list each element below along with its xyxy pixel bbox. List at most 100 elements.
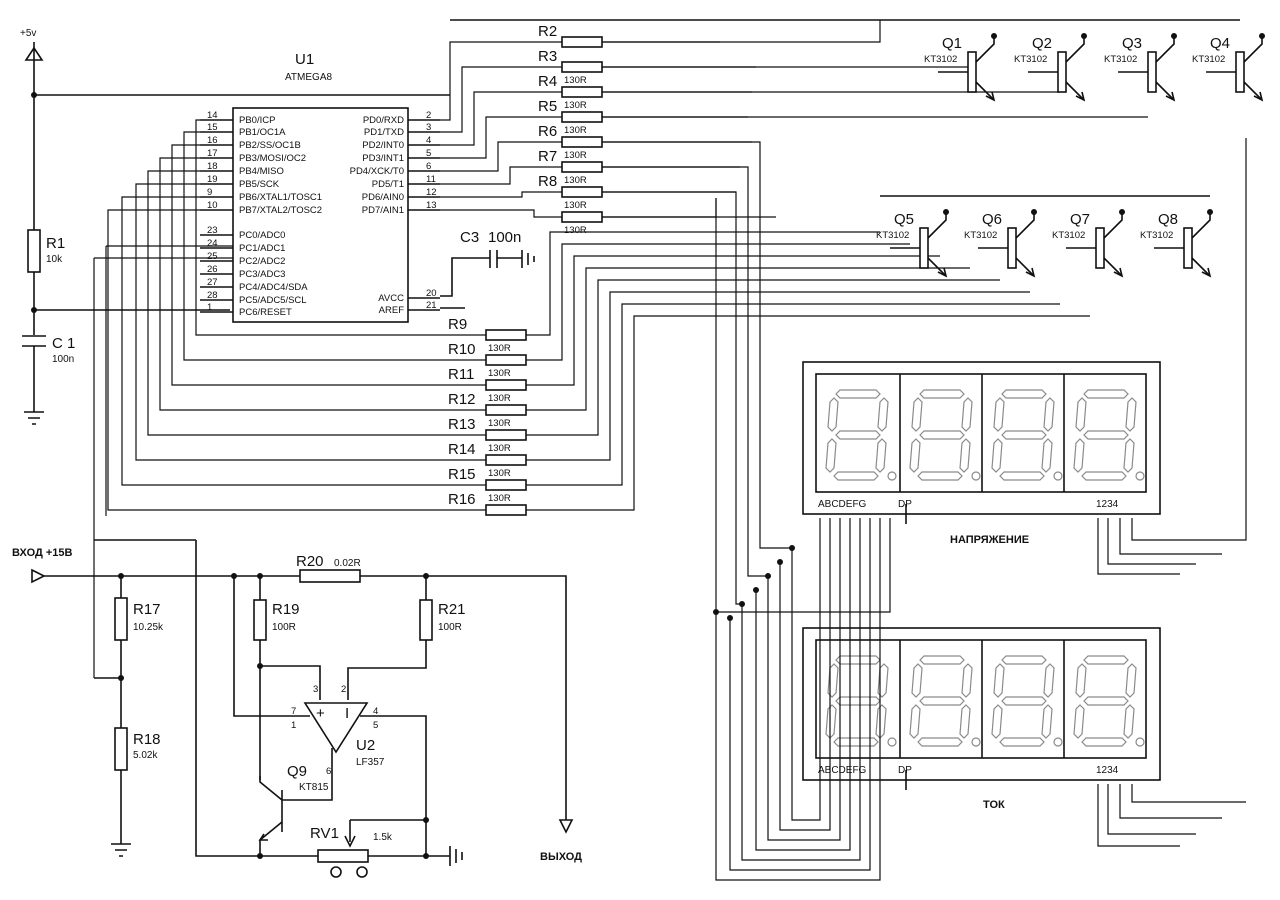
display-segment	[1041, 704, 1053, 739]
display-voltage: ABCDEFG DP 1234 НАПРЯЖЕНИЕ	[802, 361, 1161, 546]
mcu-right-pin-number: 13	[426, 200, 437, 211]
opamp-pin6: 6	[326, 766, 331, 777]
display-segment	[827, 397, 839, 432]
display-segment	[999, 737, 1045, 747]
transistor-part: KT3102	[964, 230, 997, 241]
transistor-part: KT3102	[876, 230, 909, 241]
display-segment	[961, 397, 973, 432]
digit-resistor-ref: R4	[538, 73, 557, 90]
r19-value: 100R	[272, 622, 296, 633]
mcu-left-pin-name: PB1/OC1A	[239, 127, 286, 138]
mcu-right-pin-name: PD7/AIN1	[362, 205, 404, 216]
segment-resistor-ref: R13	[448, 416, 476, 433]
display-segment	[1083, 696, 1129, 706]
display-current: ABCDEFG DP 1234 ТОК	[802, 627, 1161, 811]
mcu-left-pin-name: PB6/XTAL1/TOSC1	[239, 192, 322, 203]
mcu-left-pin-number: 17	[207, 148, 218, 159]
display-segment	[1083, 655, 1129, 665]
display-decimal-point	[971, 737, 981, 747]
display-decimal-point	[1053, 471, 1063, 481]
mcu-right-pin-name: PD2/INT0	[362, 140, 404, 151]
display-segment	[1001, 696, 1047, 706]
supply-label: +5v	[20, 28, 36, 39]
q9-part: KT815	[299, 782, 329, 793]
display-segment	[877, 397, 889, 432]
display-segment	[959, 704, 971, 739]
display-segment	[993, 397, 1005, 432]
display-segment	[1041, 438, 1053, 473]
display-segment	[833, 737, 879, 747]
r1-ref: R1	[46, 235, 65, 252]
r17-value: 10.25k	[133, 622, 164, 633]
rv1-ref: RV1	[310, 825, 339, 842]
transistor-ref: Q5	[894, 211, 914, 228]
opamp-pin5: 5	[373, 720, 378, 731]
mcu-left-pin-number: 16	[207, 135, 218, 146]
r20-value: 0.02R	[334, 558, 361, 569]
q9-ref: Q9	[287, 763, 307, 780]
display-segment	[1043, 397, 1055, 432]
r18-ref: R18	[133, 731, 161, 748]
display-decimal-point	[887, 737, 897, 747]
c3-ref: C3	[460, 229, 479, 246]
transistor-ref: Q7	[1070, 211, 1090, 228]
mcu-right-pin-number: 4	[426, 135, 431, 146]
transistor-part: KT3102	[1052, 230, 1085, 241]
mcu-right-pins: 2PD0/RXD3PD1/TXD4PD2/INT05PD3/INT16PD4/X…	[350, 41, 562, 316]
digit-resistor-ref: R2	[538, 23, 557, 40]
display-segment	[1001, 430, 1047, 440]
mcu-left-pin-name: PB2/SS/OC1B	[239, 140, 301, 151]
mcu-left-pin-number: 15	[207, 122, 218, 133]
display-segment	[919, 655, 965, 665]
display-segment	[991, 704, 1003, 739]
c1-capacitor: C 1 100n	[22, 335, 75, 425]
display-segment	[1075, 397, 1087, 432]
r21-value: 100R	[438, 622, 462, 633]
segment-resistor-ref: R14	[448, 441, 476, 458]
opamp-pin7: 7	[291, 706, 296, 717]
display-segment	[911, 663, 923, 698]
display-segment	[835, 389, 881, 399]
digit-resistor-ref: R8	[538, 173, 557, 190]
segment-resistor-ref: R12	[448, 391, 476, 408]
current-segments-label: ABCDEFG	[818, 765, 867, 776]
display-segment	[1081, 737, 1127, 747]
digit-resistor-value: 130R	[564, 200, 587, 211]
digit-resistor-value: 130R	[564, 150, 587, 161]
digit-resistor-value: 130R	[564, 175, 587, 186]
mcu-left-pin-name: PB7/XTAL2/TOSC2	[239, 205, 322, 216]
opamp-part: LF357	[356, 757, 385, 768]
display-segment	[919, 430, 965, 440]
current-dp-label: DP	[898, 765, 912, 776]
opamp-pin1: 1	[291, 720, 296, 731]
r1-value: 10k	[46, 254, 63, 265]
display-segment	[1043, 663, 1055, 698]
display-segment	[999, 471, 1045, 481]
r21-ref: R21	[438, 601, 466, 618]
mcu-left-pin-name: PC6/RESET	[239, 307, 292, 318]
display-segment	[991, 438, 1003, 473]
digit-resistor-ref: R6	[538, 123, 557, 140]
display-segment	[1123, 704, 1135, 739]
mcu-right-pin-name: PD1/TXD	[364, 127, 404, 138]
segment-resistor-ref: R11	[448, 366, 474, 383]
mcu-right-pin-name: PD4/XCK/T0	[350, 166, 404, 177]
segment-resistor-ref: R16	[448, 491, 476, 508]
display-segment	[1125, 397, 1137, 432]
segment-resistor-ref: R9	[448, 316, 467, 333]
q9-transistor: Q9 KT815	[258, 763, 329, 856]
display-decimal-point	[887, 471, 897, 481]
mcu-part: ATMEGA8	[285, 72, 332, 83]
mcu-right-pin-number: 3	[426, 122, 431, 133]
segment-resistor-array: R9130RR10130RR11130RR12130RR13130RR14130…	[448, 231, 1090, 516]
r18-resistor: R18 5.02k	[111, 727, 161, 857]
display-segment	[1083, 430, 1129, 440]
display-segment	[1073, 704, 1085, 739]
